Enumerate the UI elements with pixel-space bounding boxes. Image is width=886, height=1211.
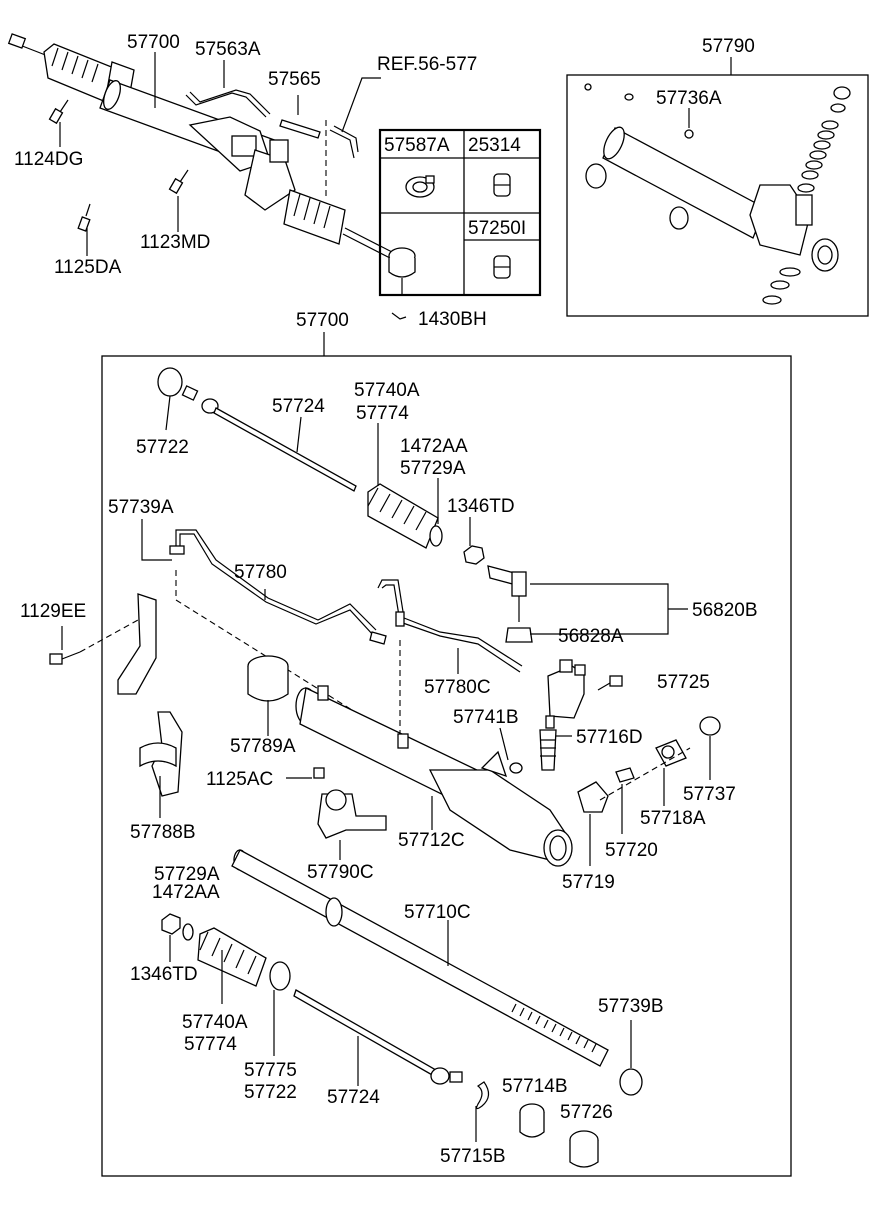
assembly-57790-frame [566, 74, 869, 317]
label-57700-top: 57700 [127, 32, 180, 53]
label-57565: 57565 [268, 69, 321, 90]
label-1430BH: 1430BH [418, 309, 487, 330]
spring-icon [539, 715, 557, 771]
bushing-icon [569, 1130, 599, 1168]
label-57736A: 57736A [656, 88, 722, 109]
label-25314: 25314 [468, 135, 521, 156]
label-57729A-b: 57729A [154, 864, 220, 885]
clamp-57788B [139, 711, 183, 797]
label-56828A: 56828A [558, 626, 624, 647]
parts-table [378, 128, 542, 297]
label-1129EE: 1129EE [20, 601, 86, 622]
label-57722-b: 57722 [244, 1082, 297, 1103]
assembly-57700-frame [101, 355, 792, 1177]
label-57722: 57722 [136, 437, 189, 458]
inner-tie-rod-a [181, 385, 357, 492]
bushing-icon [519, 1103, 545, 1138]
boot-icon [367, 483, 443, 549]
bolt-icon [391, 312, 407, 320]
bracket-1129EE [49, 593, 157, 695]
label-57789A: 57789A [230, 736, 296, 757]
label-57780: 57780 [234, 562, 287, 583]
label-57729A: 57729A [400, 458, 466, 479]
label-ref: REF.56-577 [377, 54, 477, 75]
label-1123MD: 1123MD [140, 232, 210, 253]
label-57250I: 57250I [468, 218, 526, 239]
label-57774: 57774 [356, 403, 409, 424]
bolt-icon [77, 203, 91, 232]
label-57775: 57775 [244, 1060, 297, 1081]
label-1472AA: 1472AA [400, 436, 468, 457]
nut-icon [161, 913, 181, 935]
label-57710C: 57710C [404, 902, 471, 923]
label-1125AC: 1125AC [206, 769, 273, 790]
label-57714B: 57714B [502, 1076, 568, 1097]
bolt-icon [313, 767, 325, 779]
ring-icon [157, 367, 183, 397]
bolt-icon [168, 169, 189, 195]
label-57715B: 57715B [440, 1146, 506, 1167]
label-57563A: 57563A [195, 39, 261, 60]
label-57737: 57737 [683, 784, 736, 805]
label-57790: 57790 [702, 36, 755, 57]
label-57724-b: 57724 [327, 1087, 380, 1108]
label-57712C: 57712C [398, 830, 465, 851]
o-ring-icon [619, 1068, 643, 1096]
clip-icon [405, 175, 435, 198]
label-56820B: 56820B [692, 600, 758, 621]
label-57788B: 57788B [130, 822, 196, 843]
bushing-icon [493, 255, 511, 279]
label-57719: 57719 [562, 872, 615, 893]
label-57724: 57724 [272, 396, 325, 417]
label-57725: 57725 [657, 672, 710, 693]
label-57774-b: 57774 [184, 1034, 237, 1055]
housing-57712C [295, 685, 573, 867]
label-57740A: 57740A [354, 380, 420, 401]
bushing-icon [493, 173, 511, 197]
boot-icon [161, 913, 291, 991]
label-57700-main: 57700 [296, 310, 349, 331]
steering-gear-assembly-top [7, 33, 416, 320]
housing-57790 [584, 83, 851, 305]
label-1346TD-b: 1346TD [130, 964, 198, 985]
plug-icon [655, 739, 687, 767]
o-ring-icon [509, 762, 523, 774]
tie-rod-end [487, 565, 533, 643]
nut-icon [463, 545, 485, 565]
label-57720: 57720 [605, 840, 658, 861]
label-57718A: 57718A [640, 808, 706, 829]
clamp-57790C [317, 789, 387, 839]
lock-nut-icon [699, 716, 721, 736]
bolt-icon [48, 99, 69, 125]
inner-tie-rod-b [293, 989, 463, 1085]
rack-57710C [231, 849, 609, 1067]
bushing-icon [247, 655, 289, 702]
label-57716D: 57716D [576, 727, 643, 748]
label-57780C: 57780C [424, 677, 491, 698]
label-57739A: 57739A [108, 497, 174, 518]
label-57740A-b: 57740A [182, 1012, 248, 1033]
valve-body [547, 659, 586, 719]
label-1125DA: 1125DA [54, 257, 122, 278]
yoke-icon [577, 781, 609, 813]
label-57790C: 57790C [307, 862, 374, 883]
label-57741B: 57741B [453, 707, 519, 728]
label-1124DG: 1124DG [14, 149, 83, 170]
spring-icon [615, 767, 635, 783]
label-57726: 57726 [560, 1102, 613, 1123]
label-57587A: 57587A [384, 135, 450, 156]
label-1346TD: 1346TD [447, 496, 515, 517]
label-57739B: 57739B [598, 996, 664, 1017]
snap-ring-icon [476, 1081, 490, 1110]
label-1472AA-b: 1472AA [152, 882, 220, 903]
bolt-icon [597, 675, 623, 691]
